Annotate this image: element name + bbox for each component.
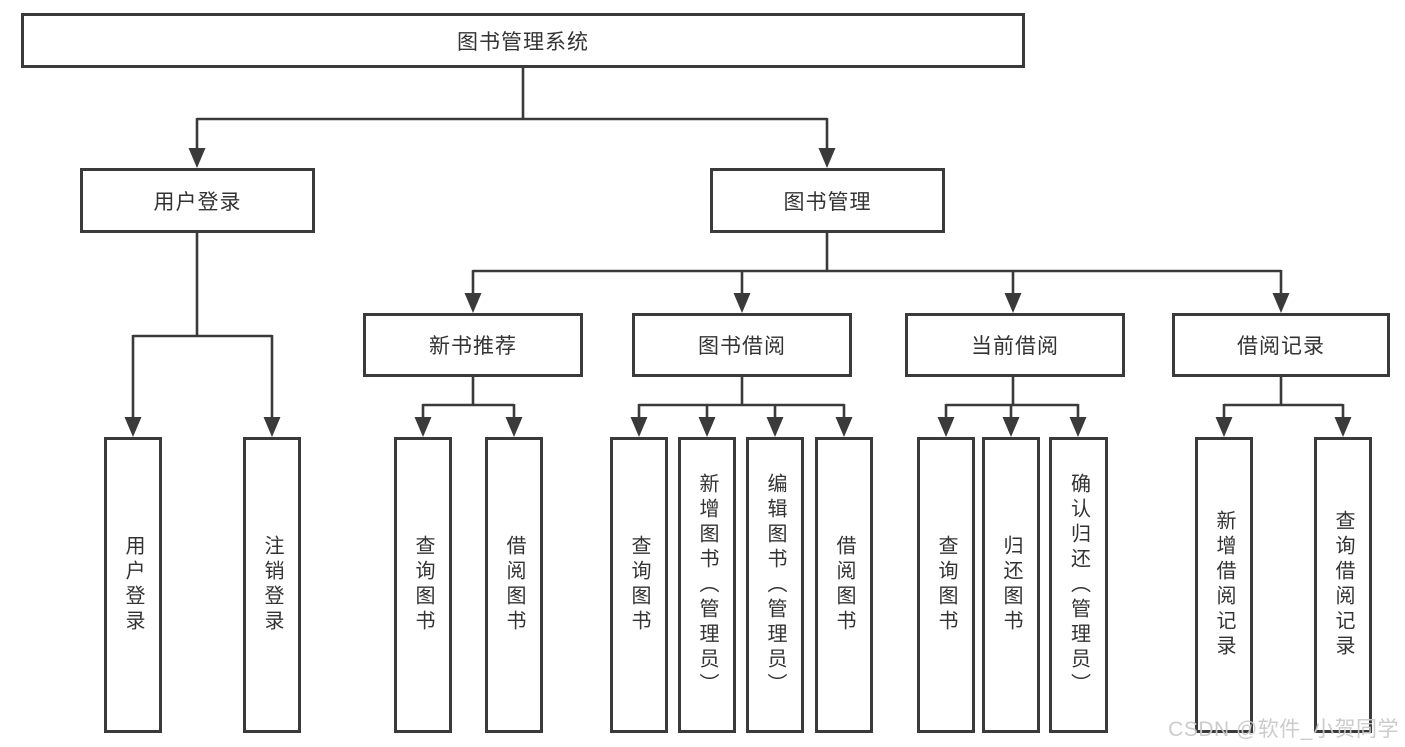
node-borrow-records: 借阅记录 [1172,313,1390,377]
node-root-label: 图书管理系统 [457,30,589,54]
node-book-borrowing-label: 图书借阅 [698,335,786,358]
node-current-borrowing-label: 当前借阅 [971,335,1059,358]
leaf-nbr-borrow-books: 借阅图书 [485,437,543,733]
leaf-nbr-query-books-label: 查询图书 [412,535,434,635]
leaf-bb-edit-books-label: 编辑图书（管理员） [764,472,786,698]
leaf-cb-return-books: 归还图书 [982,437,1040,733]
leaf-user-login-label: 用户登录 [122,535,144,635]
leaf-br-query-record: 查询借阅记录 [1314,437,1372,733]
leaf-cb-query-books: 查询图书 [917,437,975,733]
leaf-cb-return-books-label: 归还图书 [1000,535,1022,635]
leaf-logout-label: 注销登录 [261,535,283,635]
csdn-watermark: CSDN @软件_小贺同学 [1168,718,1399,741]
node-new-book-recommend-label: 新书推荐 [429,335,517,358]
leaf-nbr-borrow-books-label: 借阅图书 [503,535,525,635]
leaf-bb-edit-books: 编辑图书（管理员） [746,437,804,733]
leaf-bb-add-books: 新增图书（管理员） [678,437,736,733]
connector-edges [131,68,1345,421]
node-root: 图书管理系统 [21,13,1025,68]
node-book-borrowing: 图书借阅 [632,313,852,377]
node-book-management-label: 图书管理 [783,190,872,214]
leaf-cb-confirm-return: 确认归还（管理员） [1049,437,1108,733]
leaf-bb-query-books-label: 查询图书 [628,535,650,635]
node-book-management: 图书管理 [710,168,945,233]
leaf-bb-query-books: 查询图书 [610,437,668,733]
node-borrow-records-label: 借阅记录 [1237,335,1325,358]
leaf-bb-borrow-books: 借阅图书 [815,437,873,733]
leaf-nbr-query-books: 查询图书 [394,437,452,733]
leaf-br-add-record-label: 新增借阅记录 [1213,510,1235,660]
connector-arrowheads [124,148,1352,437]
node-user-login: 用户登录 [80,168,315,233]
leaf-user-login: 用户登录 [104,437,162,733]
node-user-login-label: 用户登录 [153,190,242,214]
node-current-borrowing: 当前借阅 [905,313,1125,377]
leaf-br-query-record-label: 查询借阅记录 [1332,510,1354,660]
leaf-bb-add-books-label: 新增图书（管理员） [696,472,718,698]
node-new-book-recommend: 新书推荐 [363,313,583,377]
leaf-cb-query-books-label: 查询图书 [935,535,957,635]
leaf-logout: 注销登录 [243,437,301,733]
leaf-br-add-record: 新增借阅记录 [1195,437,1253,733]
leaf-bb-borrow-books-label: 借阅图书 [833,535,855,635]
leaf-cb-confirm-return-label: 确认归还（管理员） [1067,472,1090,698]
